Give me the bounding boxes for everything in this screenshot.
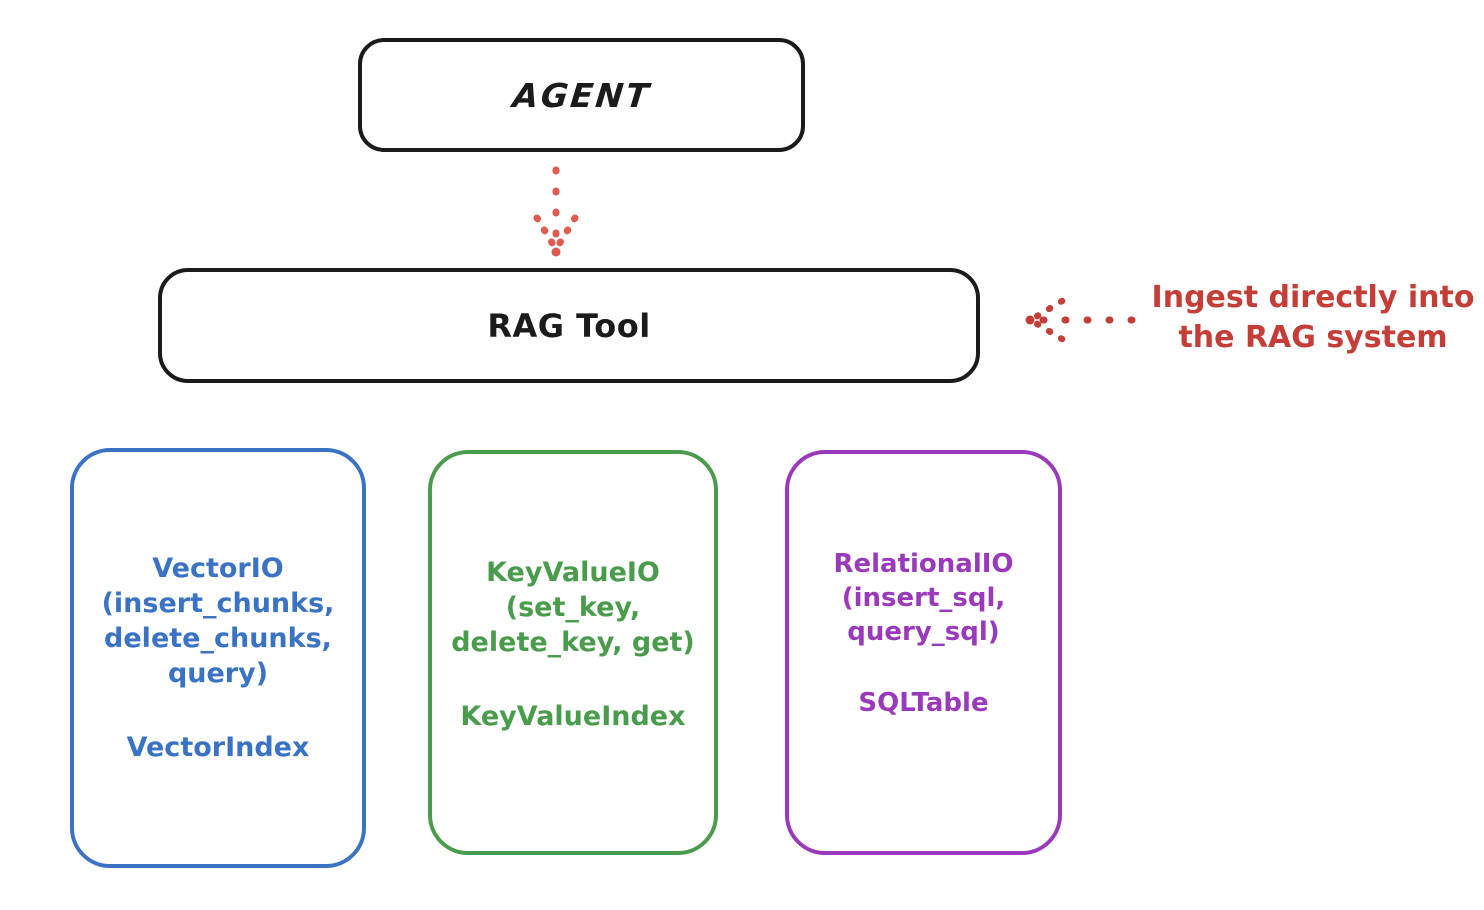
agent-to-rag-arrow <box>533 166 579 257</box>
node-vectorio-signature-line-3: query) <box>167 657 269 689</box>
node-vectorio-title: VectorIO <box>152 552 284 584</box>
node-vectorio-index: VectorIndex <box>126 732 310 764</box>
node-keyvalueio-index: KeyValueIndex <box>460 701 686 733</box>
node-relationalio-index: SQLTable <box>858 688 989 719</box>
node-keyvalueio-signature-line-2: delete_key, get) <box>451 626 695 658</box>
node-agent[interactable]: AGENT <box>358 38 805 152</box>
node-agent-label: AGENT <box>510 75 653 115</box>
ingest-annotation-line-1: Ingest directly into <box>1151 280 1475 315</box>
node-relationalio[interactable]: RelationalIO (insert_sql, query_sql) SQL… <box>785 450 1062 855</box>
node-vectorio-signature-line-1: (insert_chunks, <box>101 587 335 619</box>
node-keyvalueio[interactable]: KeyValueIO (set_key, delete_key, get) Ke… <box>428 450 718 855</box>
node-vectorio-body: VectorIO (insert_chunks, delete_chunks, … <box>102 551 335 766</box>
node-rag-tool[interactable]: RAG Tool <box>158 268 980 383</box>
node-relationalio-body: RelationalIO (insert_sql, query_sql) SQL… <box>833 548 1013 721</box>
node-keyvalueio-body: KeyValueIO (set_key, delete_key, get) Ke… <box>451 555 695 735</box>
node-relationalio-signature-line-1: (insert_sql, <box>841 582 1006 613</box>
node-relationalio-signature-line-2: query_sql) <box>847 616 1000 647</box>
node-rag-tool-label: RAG Tool <box>487 306 651 345</box>
node-vectorio-signature-line-2: delete_chunks, <box>104 622 332 654</box>
ingest-annotation-line-2: the RAG system <box>1178 319 1448 355</box>
node-vectorio[interactable]: VectorIO (insert_chunks, delete_chunks, … <box>70 448 366 868</box>
ingest-annotation: Ingest directly into the RAG system <box>1148 278 1478 358</box>
node-keyvalueio-title: KeyValueIO <box>486 556 660 588</box>
node-keyvalueio-signature-line-1: (set_key, <box>505 591 641 623</box>
ingest-arrow <box>1025 297 1136 343</box>
node-relationalio-title: RelationalIO <box>833 549 1014 580</box>
